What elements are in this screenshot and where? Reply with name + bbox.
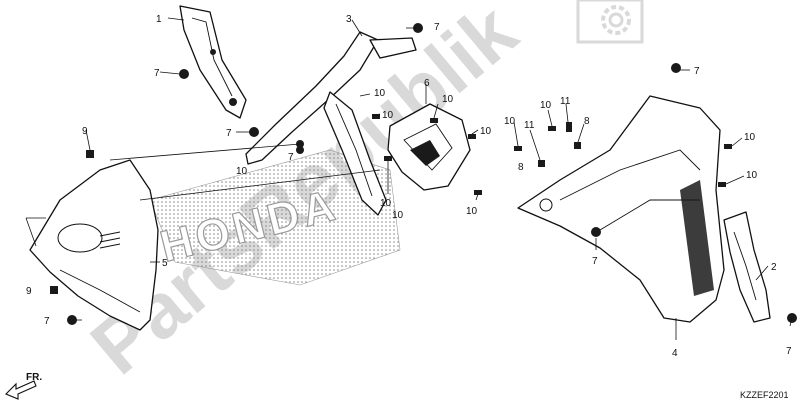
callout-8a: 8 [518,162,524,173]
leader-lines [25,17,793,340]
part-1-bracket [179,5,247,119]
bolt-10d [468,134,476,139]
callouts: 1 2 3 4 5 6 7 7 7 7 7 7 7 7 8 8 9 9 10 1… [26,14,792,359]
clip-7d [671,63,681,73]
bolt-10e [474,190,482,195]
callout-10h: 10 [540,100,552,111]
callout-10l: 10 [392,210,404,221]
callout-2: 2 [771,262,777,273]
callout-9b: 9 [26,286,32,297]
callout-10g: 10 [504,116,516,127]
callout-10a: 10 [374,88,386,99]
bolt-10f [514,146,522,151]
bolt-10b [384,156,392,161]
callout-7d: 7 [694,66,700,77]
callout-7h: 7 [288,152,294,163]
part-3-side-strip [245,31,417,216]
clip-7c [249,127,259,137]
callout-10d: 10 [480,126,492,137]
callout-3: 3 [346,14,352,25]
callout-8b: 8 [584,116,590,127]
nut-8b [574,142,581,149]
clip-7b [179,69,189,79]
nut-8a [538,160,545,167]
front-direction-arrow: FR. [5,372,42,400]
clip-7a [413,23,423,33]
part-5-left-shroud [29,159,159,331]
fuel-tank-outline: HONDA [149,149,401,286]
callout-11b: 11 [524,120,535,131]
callout-7c: 7 [226,128,232,139]
callout-4: 4 [672,348,678,359]
diagram-code: KZZEF2201 [740,390,789,400]
part-2-right-strip [723,211,771,323]
callout-10c: 10 [442,94,454,105]
direction-label: FR. [26,372,42,383]
bolt-10g [548,126,556,131]
callout-10b: 10 [382,110,394,121]
watermark-gear-icon [576,0,644,44]
callout-5: 5 [162,258,168,269]
callout-7f: 7 [592,256,598,267]
callout-7b: 7 [154,68,160,79]
callout-7a: 7 [434,22,440,33]
part-4-right-cover [517,95,725,323]
bolt-11b [566,122,572,132]
part-6-inner-bracket [387,103,471,191]
bolt-10c [430,118,438,123]
callout-6: 6 [424,78,430,89]
callout-7g: 7 [786,346,792,357]
callout-1: 1 [156,14,162,25]
callout-9a: 9 [82,126,88,137]
callout-11a: 11 [560,96,571,107]
bolt-10i [718,182,726,187]
callout-7e: 7 [44,316,50,327]
clip-7f [591,227,601,237]
clip-7e [67,315,77,325]
callout-10f: 10 [466,206,478,217]
bolt-10a [372,114,380,119]
callout-10i: 10 [744,132,756,143]
bolt-10h [724,144,732,149]
callout-10e: 10 [380,198,392,209]
callout-10k: 10 [236,166,248,177]
callout-10j: 10 [746,170,758,181]
screw-9a [86,150,94,158]
